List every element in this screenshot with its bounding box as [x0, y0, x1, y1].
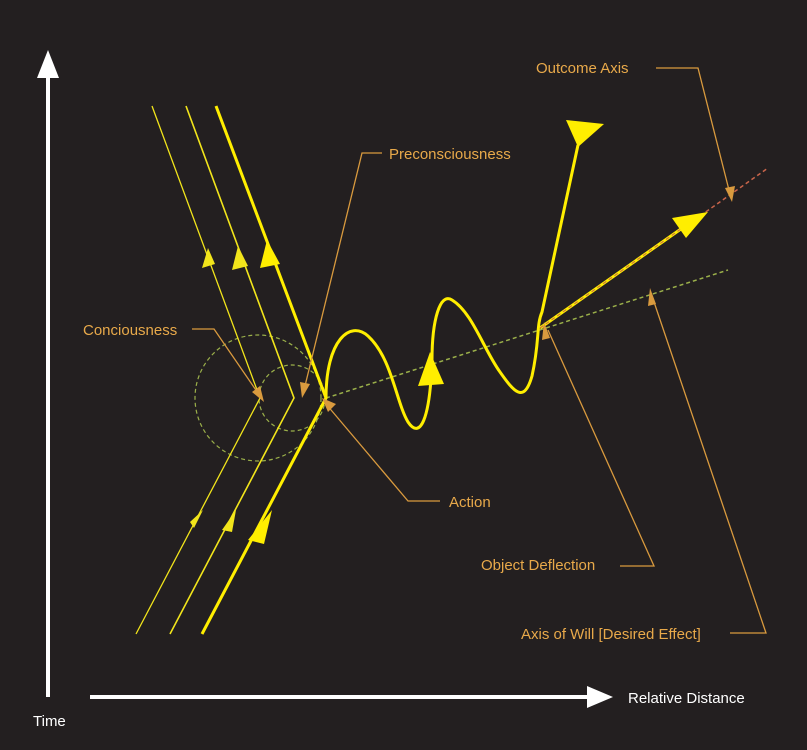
- action-label: Action: [449, 494, 491, 511]
- axis-of-will-leader: [651, 295, 767, 634]
- axis-of-will-line: [325, 269, 729, 399]
- action-wave-path: [324, 144, 580, 430]
- conciousness-circle: [194, 334, 322, 462]
- outcome-axis-leader-tip: [725, 186, 735, 202]
- path-thick-arrow-return: [260, 240, 280, 268]
- upper-end-arrow: [566, 120, 604, 147]
- axes: Time Relative Distance: [33, 50, 745, 730]
- conciousness-leader: [192, 328, 261, 397]
- wave-arrow: [418, 352, 444, 386]
- path-thick: [200, 105, 328, 635]
- path-thin-arrow-up: [190, 510, 203, 528]
- conciousness-label: Conciousness: [83, 322, 177, 339]
- object-deflection-label: Object Deflection: [481, 557, 595, 574]
- outcome-vector-overlay: [539, 223, 689, 329]
- preconsciousness-label: Preconsciousness: [389, 146, 511, 163]
- distance-axis-arrowhead: [587, 686, 613, 708]
- path-thick-arrow-up: [248, 510, 272, 544]
- path-medium: [169, 105, 295, 635]
- annotations: Outcome Axis Preconsciousness Conciousne…: [83, 60, 701, 643]
- leader-lines: [192, 67, 767, 634]
- path-medium-arrow-up: [222, 510, 236, 532]
- outcome-vector-arrowhead: [672, 212, 708, 238]
- axis-of-will-label: Axis of Will [Desired Effect]: [521, 626, 701, 643]
- path-thin-arrow-return: [202, 248, 215, 268]
- object-deflection-leader: [547, 329, 656, 567]
- time-axis-arrowhead: [37, 50, 59, 78]
- conciousness-leader-tip: [252, 386, 264, 402]
- preconsciousness-leader: [303, 152, 382, 391]
- object-deflection-leader-tip: [542, 322, 550, 340]
- path-medium-arrow-return: [232, 246, 248, 270]
- axis-of-will-leader-tip: [648, 288, 656, 306]
- outcome-axis-leader: [656, 67, 731, 195]
- leader-arrowheads: [252, 186, 735, 412]
- outcome-axis-label: Outcome Axis: [536, 60, 629, 77]
- preconsciousness-leader-tip: [300, 382, 310, 398]
- action-leader-tip: [322, 398, 336, 412]
- action-leader: [325, 403, 440, 502]
- time-axis-label: Time: [33, 713, 66, 730]
- distance-axis-label: Relative Distance: [628, 690, 745, 707]
- outcome-axis-line: [699, 167, 769, 217]
